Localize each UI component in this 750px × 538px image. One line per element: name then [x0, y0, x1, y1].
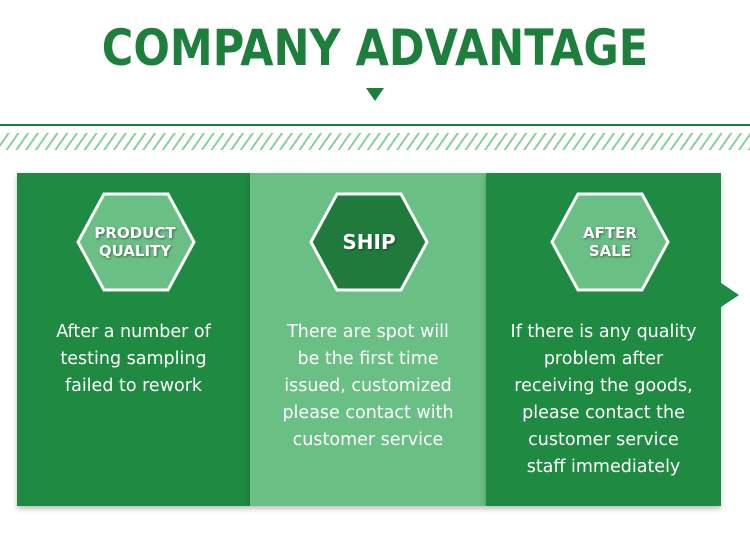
after-sale-description: If there is any quality problem after re…	[510, 322, 697, 477]
product-quality-description: After a number of testing sampling faile…	[56, 322, 211, 396]
ship-label: SHIP	[342, 230, 396, 254]
arrow-right-icon	[721, 283, 739, 307]
product-quality-hexagon-icon	[76, 192, 196, 292]
ship-hexagon-icon	[309, 192, 429, 292]
triangle-down-icon	[366, 88, 384, 101]
header-divider-stripes	[0, 133, 750, 150]
header-divider-line	[0, 124, 750, 126]
after-sale-hexagon-icon	[550, 192, 670, 292]
product-quality-label: PRODUCT QUALITY	[94, 224, 176, 260]
ship-description: There are spot will be the first time is…	[282, 322, 454, 450]
after-sale-label: AFTER SALE	[583, 224, 637, 260]
page-title: COMPANY ADVANTAGE	[101, 19, 649, 77]
